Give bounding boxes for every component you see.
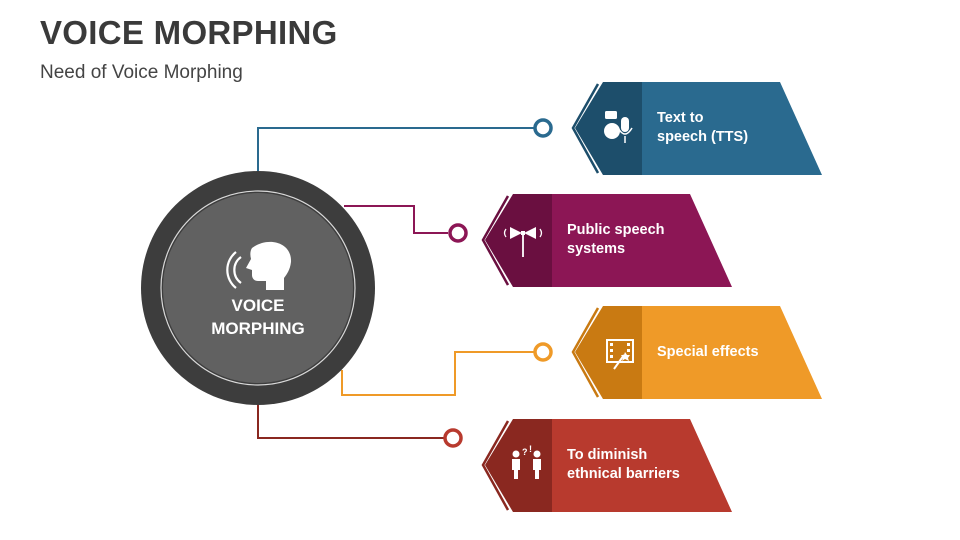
card-2-label-line1: Public speech	[567, 222, 665, 238]
connector-1	[257, 127, 534, 180]
page-title: VOICE MORPHING	[40, 14, 338, 51]
card-1-label: Text to speech (TTS)	[657, 108, 807, 148]
connector-3	[341, 351, 534, 396]
card-public-speech	[481, 194, 732, 287]
hub-label-line2: MORPHING	[211, 319, 305, 338]
loudspeaker-icon	[503, 227, 543, 257]
card-1-label-line2: speech (TTS)	[657, 129, 749, 145]
page-subtitle: Need of Voice Morphing	[40, 62, 243, 83]
node-2	[448, 223, 468, 243]
speaking-head-icon	[226, 241, 292, 290]
hub-inner	[163, 193, 353, 383]
svg-text:!: !	[529, 444, 532, 454]
card-ethnical-barriers: ? !	[481, 419, 732, 512]
speech-microphone-icon	[604, 111, 633, 143]
card-3-label: Special effects	[657, 332, 807, 372]
node-3	[533, 342, 553, 362]
card-2-label: Public speech systems	[567, 220, 717, 260]
film-magic-wand-icon	[606, 339, 634, 370]
connectors	[257, 127, 534, 439]
card-text-to-speech	[571, 82, 822, 175]
svg-text:?: ?	[522, 447, 528, 457]
hub: VOICE MORPHING	[141, 171, 375, 405]
connector-4	[257, 398, 444, 439]
connector-2	[344, 205, 448, 234]
hub-label-line1: VOICE	[232, 296, 285, 315]
card-4-label-line1: To diminish	[567, 447, 648, 463]
node-4	[443, 428, 463, 448]
card-2-label-line2: systems	[567, 241, 626, 257]
card-4-label-line2: ethnical barriers	[567, 466, 680, 482]
card-4-label: To diminish ethnical barriers	[567, 445, 717, 485]
node-1	[533, 118, 553, 138]
hub-inner-border	[160, 190, 356, 386]
connector-nodes	[443, 118, 553, 448]
card-special-effects	[571, 306, 822, 399]
card-3-label-line1: Special effects	[657, 343, 759, 360]
people-talking-icon: ? !	[512, 444, 541, 479]
card-1-label-line1: Text to	[657, 110, 704, 126]
